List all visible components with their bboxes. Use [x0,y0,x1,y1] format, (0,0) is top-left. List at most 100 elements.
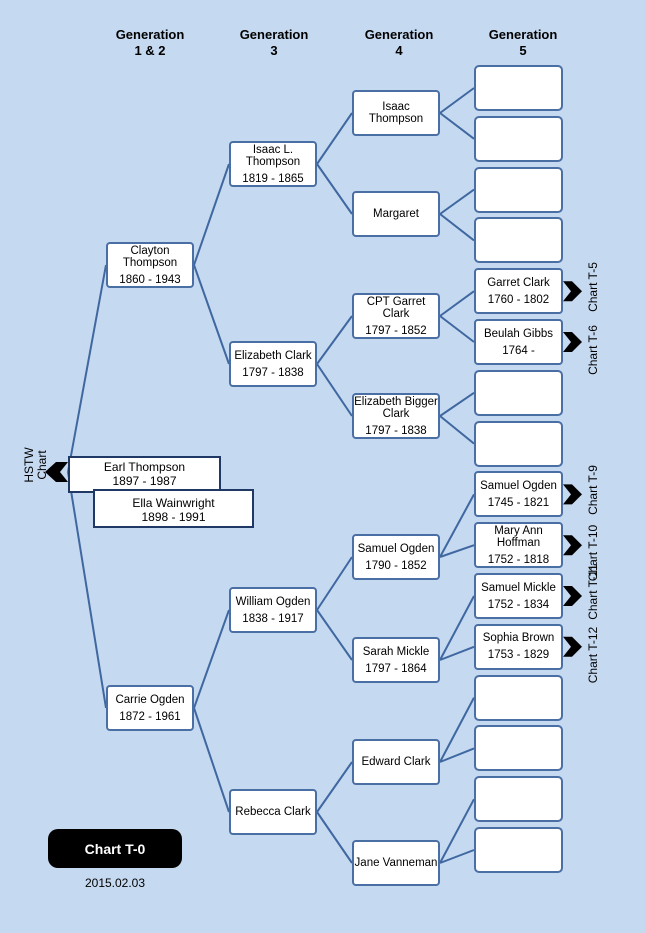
gen2-person-1-name: Carrie Ogden [115,693,185,706]
connector-gen2-0-a [193,163,230,266]
connector-gen4-1-b [439,213,475,242]
gen2-person-0-dates: 1860 - 1943 [119,273,181,286]
connector-gen2-1-a [193,609,230,709]
continuation-chart-label: Chart T-5 [586,262,600,313]
gen5-person-8-dates: 1745 - 1821 [487,496,550,509]
gen5-person-1 [474,115,563,162]
gen4-person-5-name: Sarah Mickle [362,645,430,658]
connector-gen2-0-b [193,264,230,365]
gen5-person-5-name: Beulah Gibbs [483,327,554,340]
connector-gen4-2-b [439,315,475,343]
gen3-person-1-name: Elizabeth Clark [234,349,312,362]
continuation-chart-label: Chart T-6 [586,325,600,375]
connector-gen4-7-a [439,798,475,864]
continuation-arrow-icon[interactable] [563,281,582,302]
gen5-person-3 [474,217,563,264]
connector-gen4-6-b [439,747,475,763]
connector-gen3-0-b [316,163,353,215]
gen5-person-8-name: Samuel Ogden [480,479,557,492]
gen5-person-9-name: Mary Ann Hoffman [494,524,543,549]
connector-gen4-7-b [439,849,475,864]
gen4-person-5-dates: 1797 - 1864 [365,662,427,675]
gen5-person-5: Beulah Gibbs 1764 - [474,319,563,365]
gen5-person-11: Sophia Brown 1753 - 1829 [474,623,563,670]
gen4-person-3-name: Elizabeth Bigger Clark [354,395,438,420]
gen5-person-11-dates: 1753 - 1829 [487,649,550,662]
connector-gen4-1-a [439,188,475,215]
connector-gen4-3-a [439,391,475,417]
root-husband-box: Earl Thompson 1897 - 1987 [68,456,221,493]
root-wife-dates: 1898 - 1991 [141,510,206,524]
gen2-person-1-dates: 1872 - 1961 [119,710,181,723]
continuation-arrow-icon[interactable] [563,636,582,657]
gen3-person-2-dates: 1838 - 1917 [242,612,304,625]
continuation-arrow-icon[interactable] [563,586,582,606]
connector-gen3-1-b [316,363,353,417]
gen4-person-7: Jane Vanneman [352,840,440,886]
gen3-person-0-name: Isaac L. Thompson [245,143,301,168]
gen4-person-4-name: Samuel Ogden [357,542,435,555]
gen4-person-6: Edward Clark [352,739,440,785]
gen5-person-5-dates: 1764 - [502,344,535,357]
gen4-person-4-dates: 1790 - 1852 [365,559,427,572]
gen3-person-0-dates: 1819 - 1865 [242,172,304,185]
continuation-arrow-icon[interactable] [563,535,582,556]
gen5-person-15 [474,827,563,873]
root-husband-name: Earl Thompson [103,460,186,474]
gen3-person-3: Rebecca Clark [229,789,317,835]
connector-gen3-3-a [316,761,353,813]
connector-gen3-3-b [316,811,353,864]
gen5-person-14 [474,776,563,823]
gen5-person-4-name: Garret Clark [487,276,550,289]
continuation-chart-label: Chart T-9 [586,465,600,516]
connector-gen3-2-a [316,556,353,611]
gen5-person-7 [474,420,563,467]
gen2-person-0: Clayton Thompson 1860 - 1943 [106,242,194,288]
connector-root-to-gen2-0 [67,264,107,473]
connector-gen4-4-a [439,493,475,558]
gen3-person-3-name: Rebecca Clark [235,806,311,818]
gen5-person-0 [474,65,563,111]
connector-gen4-4-b [439,544,475,558]
connector-gen4-5-a [439,595,475,661]
root-husband-dates: 1897 - 1987 [112,474,177,488]
connector-gen4-0-b [439,112,475,140]
connector-gen2-1-b [193,707,230,813]
gen5-person-10-dates: 1752 - 1834 [487,598,550,611]
connector-gen4-6-a [439,697,475,763]
gen4-person-1: Margaret [352,191,440,237]
gen4-person-1-name: Margaret [372,208,420,220]
connector-gen4-2-a [439,290,475,317]
continuation-arrow-icon[interactable] [563,332,582,352]
gen5-person-13 [474,725,563,772]
gen4-person-2-name: CPT Garret Clark [366,295,426,320]
connector-gen3-1-a [316,315,353,365]
connector-gen4-5-b [439,645,475,661]
gen5-person-11-name: Sophia Brown [482,632,555,645]
connector-root-to-gen2-1 [67,471,107,709]
gen5-person-9-dates: 1752 - 1818 [487,553,550,566]
root-wife-box: Ella Wainwright 1898 - 1991 [93,489,254,528]
root-wife-name: Ella Wainwright [132,496,215,510]
back-arrow-icon[interactable] [45,462,68,482]
continuation-arrow-icon[interactable] [563,484,582,505]
gen2-person-0-name: Clayton Thompson [122,244,178,269]
gen5-person-4-dates: 1760 - 1802 [487,293,550,306]
connector-gen3-2-b [316,609,353,661]
gen4-person-0: Isaac Thompson [352,90,440,136]
gen2-person-1: Carrie Ogden 1872 - 1961 [106,685,194,731]
gen5-person-9: Mary Ann Hoffman 1752 - 1818 [474,522,563,569]
gen4-person-6-name: Edward Clark [361,756,431,768]
continuation-chart-label: Chart T-12 [586,626,600,684]
continuation-chart-label: Chart T-11 [586,564,600,620]
chart-date: 2015.02.03 [84,876,146,890]
